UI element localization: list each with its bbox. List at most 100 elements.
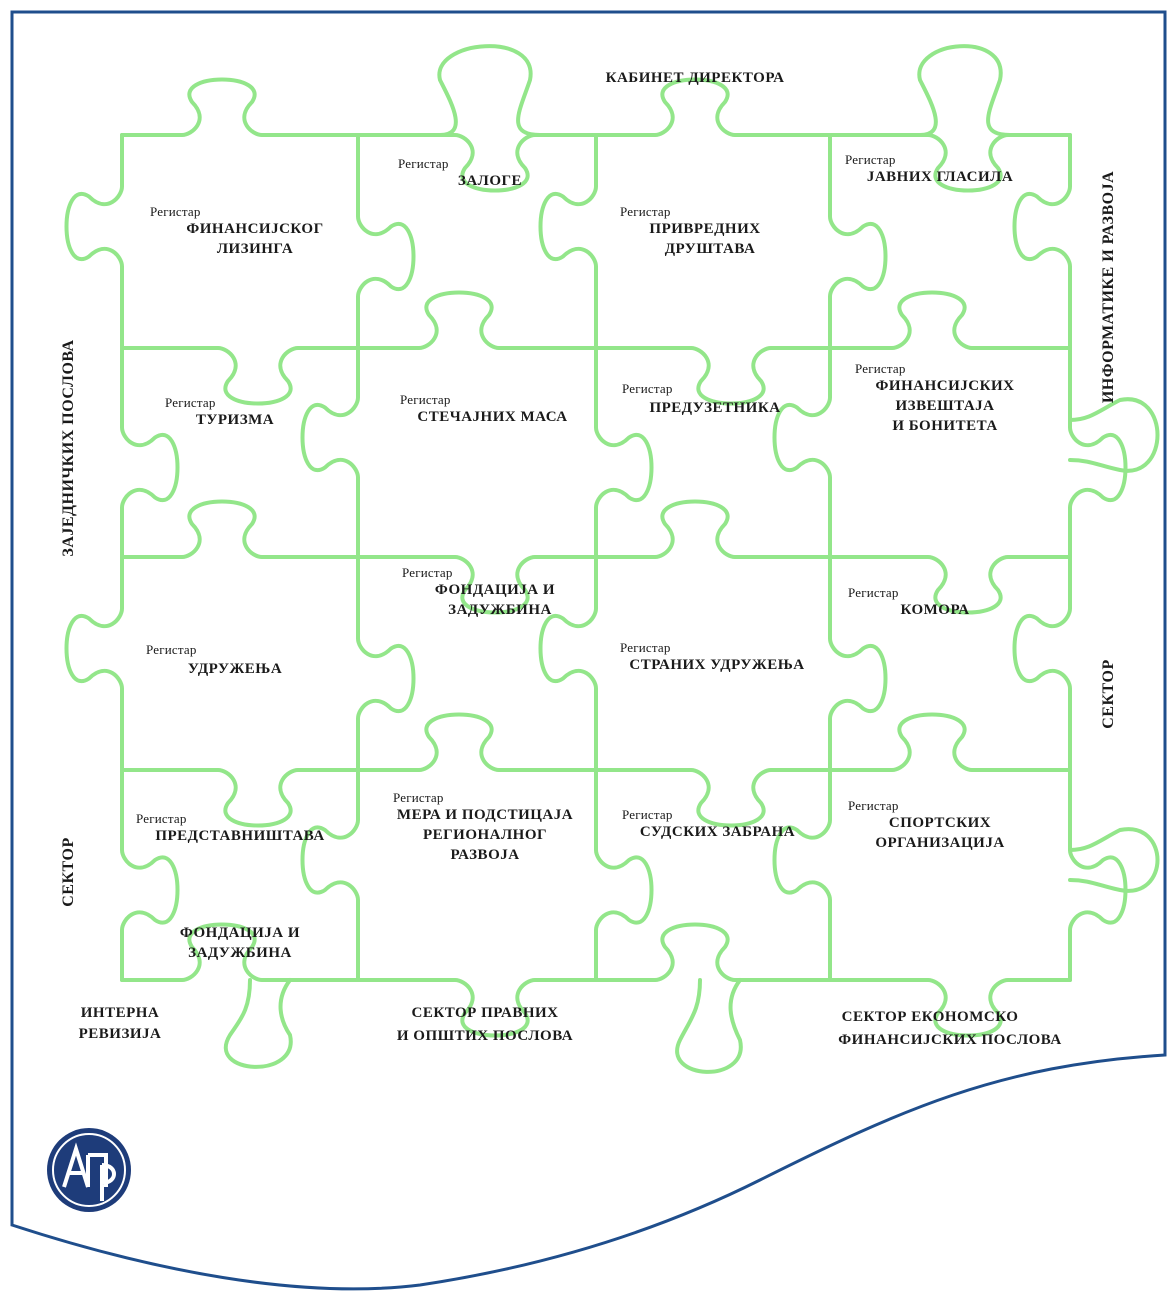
piece-4-register: Регистар <box>845 152 896 167</box>
piece-1-register: Регистар <box>150 204 201 219</box>
puzzle-edge <box>828 290 1072 350</box>
piece-8-name2: ИЗВЕШТАЈА <box>895 398 995 414</box>
puzzle-edge <box>356 555 416 772</box>
piece-9-name2: ЗАДУЖБИНА <box>448 602 552 618</box>
puzzle-edge <box>772 768 832 982</box>
puzzle-edge <box>300 346 360 559</box>
piece-13-name: ПРЕДСТАВНИШТАВА <box>155 828 325 844</box>
piece-8-name: ФИНАНСИЈСКИХ <box>875 378 1015 394</box>
piece-15-register: Регистар <box>622 807 673 822</box>
piece-14-name: МЕРА И ПОДСТИЦАЈА <box>396 807 574 823</box>
puzzle-edge <box>828 712 1072 772</box>
puzzle-edge <box>538 555 598 772</box>
page-frame <box>10 10 1167 1291</box>
side-right-top-label: ИНФОРМАТИКЕ И РАЗВОЈА <box>1100 170 1117 404</box>
piece-15-name: СУДСКИХ ЗАБРАНА <box>639 824 796 840</box>
puzzle-edge <box>828 978 1072 1038</box>
side-left-bottom-label: СЕКТОР <box>60 837 77 907</box>
puzzle-edge <box>356 133 416 350</box>
piece-2-name: ЗАЛОГЕ <box>457 173 523 189</box>
puzzle-edge <box>120 922 360 982</box>
puzzle-edge <box>223 978 293 1069</box>
puzzle-edge <box>828 133 888 350</box>
puzzle-edge <box>120 346 360 406</box>
piece-14-name3: РАЗВОЈА <box>450 847 520 863</box>
piece-17-name: ФОНДАЦИЈА И <box>179 925 301 941</box>
piece-11-register: Регистар <box>146 642 197 657</box>
piece-1-name: ФИНАНСИЈСКОГ <box>186 221 324 237</box>
puzzle-edge <box>1012 133 1072 350</box>
piece-11-name: УДРУЖЕЊА <box>187 661 283 677</box>
piece-3-name: ПРИВРЕДНИХ <box>649 221 761 237</box>
puzzle-edge <box>356 712 598 772</box>
piece-16-name: СПОРТСКИХ <box>888 815 992 831</box>
puzzle-edge <box>594 77 832 137</box>
apr-logo-icon <box>47 1128 131 1212</box>
puzzle-edge <box>772 346 832 559</box>
puzzle-edge <box>675 978 743 1074</box>
puzzle-edge <box>356 290 598 350</box>
piece-9-register: Регистар <box>402 565 453 580</box>
side-right-bottom-label: СЕКТОР <box>1100 659 1117 729</box>
finance-sector-label-2: ФИНАНСИЈСКИХ ПОСЛОВА <box>838 1032 1062 1048</box>
puzzle-edge <box>828 555 888 772</box>
piece-9-name: ФОНДАЦИЈА И <box>434 582 556 598</box>
puzzle-edge <box>120 768 180 982</box>
piece-17-name2: ЗАДУЖБИНА <box>188 945 292 961</box>
puzzle-edge <box>300 768 360 982</box>
puzzle-edge <box>594 922 832 982</box>
piece-3-register: Регистар <box>620 204 671 219</box>
puzzle-edge <box>917 44 1012 137</box>
puzzle-edge <box>356 555 598 615</box>
puzzle-edge <box>594 346 832 406</box>
legal-sector-label-2: И ОПШТИХ ПОСЛОВА <box>396 1028 574 1044</box>
piece-1-name2: ЛИЗИНГА <box>216 241 294 257</box>
puzzle-edge <box>64 133 124 350</box>
piece-8-name3: И БОНИТЕТА <box>892 418 998 434</box>
puzzle-edge <box>1068 346 1128 559</box>
piece-8-register: Регистар <box>855 361 906 376</box>
piece-12-name: СТРАНИХ УДРУЖЕЊА <box>629 657 805 673</box>
puzzle-edge <box>594 499 832 559</box>
piece-3-name2: ДРУШТАВА <box>664 241 756 257</box>
puzzle-edge <box>538 133 598 350</box>
finance-sector-label-1: СЕКТОР ЕКОНОМСКО <box>841 1009 1019 1025</box>
piece-4-name: ЈАВНИХ ГЛАСИЛА <box>866 169 1014 185</box>
puzzle-edge <box>437 44 542 137</box>
internal-audit-label-1: ИНТЕРНА <box>80 1005 160 1021</box>
puzzle-edge <box>356 133 598 193</box>
puzzle-edge <box>120 346 180 559</box>
puzzle-edge <box>120 77 360 137</box>
puzzle-edge <box>828 133 1072 193</box>
puzzle-edge <box>594 346 654 559</box>
internal-audit-label-2: РЕВИЗИЈА <box>78 1026 162 1042</box>
piece-7-register: Регистар <box>622 381 673 396</box>
piece-7-name: ПРЕДУЗЕТНИКА <box>649 400 781 416</box>
piece-16-name2: ОРГАНИЗАЦИЈА <box>875 835 1005 851</box>
puzzle-edge <box>594 768 832 828</box>
piece-12-register: Регистар <box>620 640 671 655</box>
puzzle-grid <box>64 44 1160 1074</box>
piece-5-register: Регистар <box>165 395 216 410</box>
puzzle-edge <box>1068 768 1128 982</box>
puzzle-edge <box>120 499 360 559</box>
piece-5-name: ТУРИЗМА <box>195 412 275 428</box>
piece-16-register: Регистар <box>848 798 899 813</box>
piece-10-name: КОМОРА <box>900 602 970 618</box>
piece-14-name2: РЕГИОНАЛНОГ <box>422 827 548 843</box>
piece-13-register: Регистар <box>136 811 187 826</box>
puzzle-edge <box>828 555 1072 615</box>
piece-6-register: Регистар <box>400 392 451 407</box>
puzzle-edge <box>1068 827 1160 893</box>
puzzle-edge <box>1068 397 1160 473</box>
puzzle-edge <box>356 978 598 1038</box>
piece-10-register: Регистар <box>848 585 899 600</box>
piece-6-name: СТЕЧАЈНИХ МАСА <box>417 409 568 425</box>
piece-14-register: Регистар <box>393 790 444 805</box>
side-left-top-label: ЗАЈЕДНИЧКИХ ПОСЛОВА <box>60 339 77 557</box>
puzzle-edge <box>120 768 360 828</box>
puzzle-edge <box>64 555 124 772</box>
piece-2-register: Регистар <box>398 156 449 171</box>
legal-sector-label-1: СЕКТОР ПРАВНИХ <box>411 1005 559 1021</box>
